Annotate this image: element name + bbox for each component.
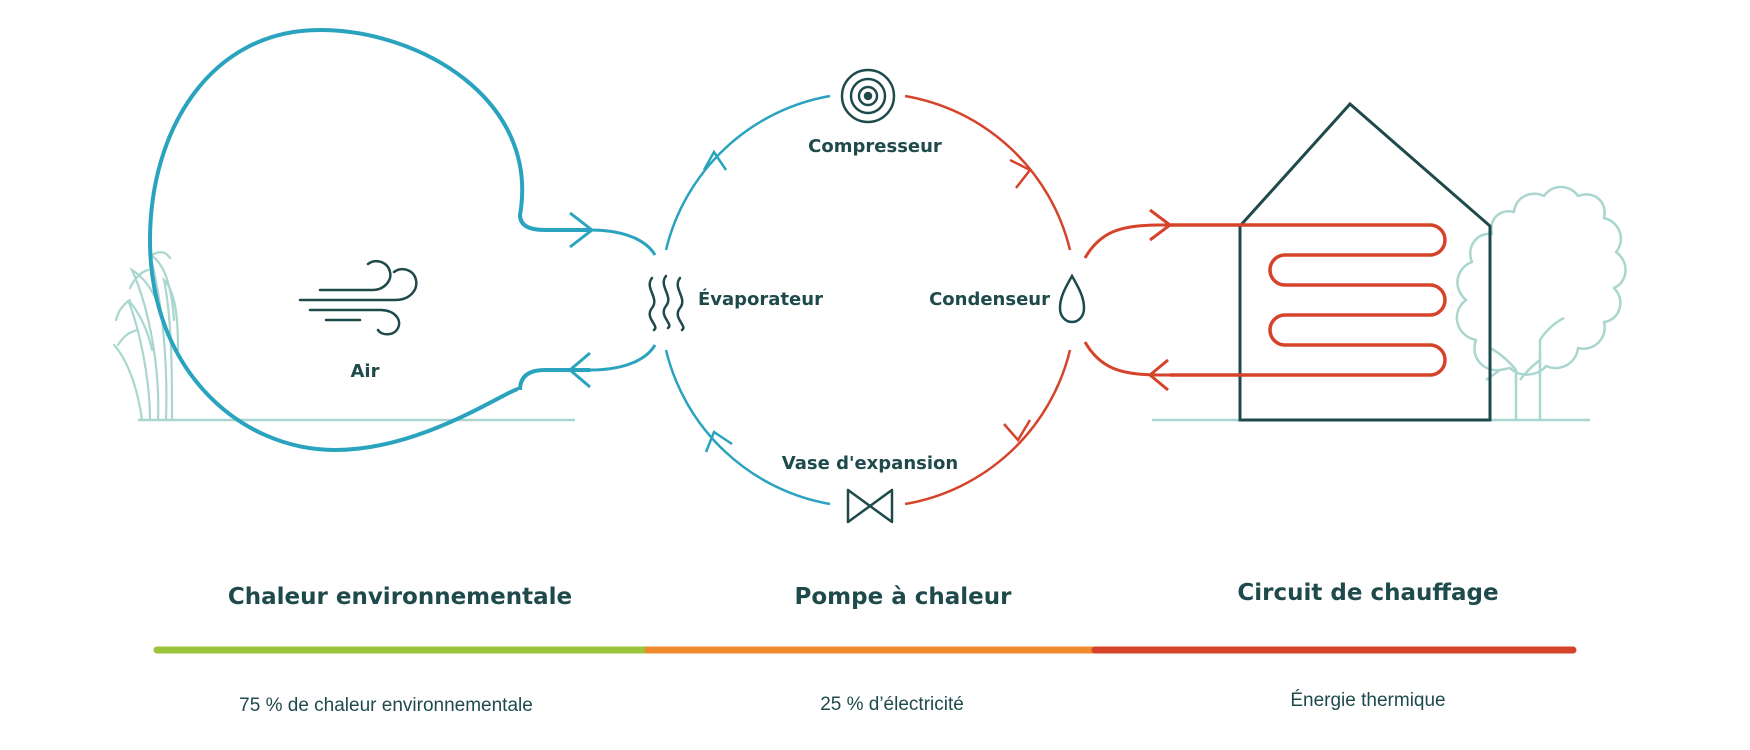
tree-illustration — [1455, 185, 1627, 420]
caption-environment: 75 % de chaleur environnementale — [239, 695, 533, 716]
floor-heating-coil — [1170, 223, 1447, 377]
air-outflow-arrow — [567, 351, 591, 389]
evaporator-inlet-line — [589, 228, 657, 256]
cycle-arrow-right-top — [1009, 158, 1032, 189]
air-loop — [147, 27, 590, 453]
valve-icon — [846, 488, 894, 524]
cycle-cold-arc-lower — [664, 349, 831, 506]
concentric-circles-icon — [840, 68, 896, 124]
evaporator-outlet-line — [589, 344, 657, 372]
house-icon — [1170, 101, 1492, 422]
cycle-arrow-up — [702, 149, 728, 171]
expansion-label: Vase d'expansion — [782, 453, 958, 474]
heating-return-line — [1083, 341, 1170, 377]
caption-heating: Énergie thermique — [1290, 690, 1445, 711]
evaporator-label: Évaporateur — [698, 288, 823, 310]
air-label: Air — [351, 361, 380, 382]
cycle-arrow-down-right — [1003, 419, 1032, 443]
caption-heat-pump: 25 % d’électricité — [820, 694, 964, 715]
heat-waves-icon — [648, 274, 685, 332]
cycle-hot-arc-lower — [904, 349, 1072, 506]
cycle-cold-arc — [664, 94, 831, 251]
heating-supply-line — [1083, 223, 1170, 259]
water-drop-icon — [1058, 273, 1086, 324]
cycle-arrow-up-left — [704, 430, 733, 453]
wind-icon — [298, 260, 418, 336]
cycle-hot-arc — [904, 94, 1072, 251]
section-title-heat-pump: Pompe à chaleur — [795, 584, 1013, 610]
section-title-heating: Circuit de chauffage — [1237, 580, 1498, 606]
condenser-label: Condenseur — [929, 289, 1050, 310]
heating-return-arrow — [1147, 358, 1169, 392]
section-title-environment: Chaleur environnementale — [228, 584, 572, 610]
compressor-label: Compresseur — [808, 136, 942, 157]
